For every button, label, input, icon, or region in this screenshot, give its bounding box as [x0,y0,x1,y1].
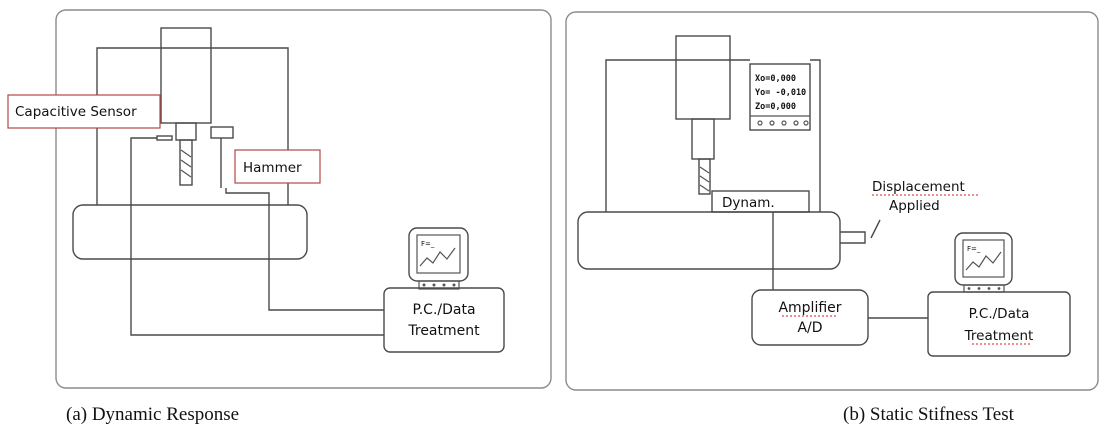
pc-box-a [383,287,505,353]
machine-table-b [577,211,841,270]
readout-z: Zo=0,000 [755,102,796,112]
panel-b-caption: (b) Static Stifness Test [843,404,1015,425]
readout-x: Xo=0,000 [755,74,796,84]
pc-label-b-line1: P.C./Data [969,306,1030,322]
machine-column-b [605,59,821,212]
sensor-label-box [7,94,161,129]
position-readout-panel: Xo=0,000 Yo= -0,010 Zo=0,000 [749,63,811,131]
pc-box-b [927,291,1071,357]
sensor-cable [130,137,384,336]
displacement-pointer [870,219,881,239]
pc-label-a-line1: P.C./Data [412,302,475,318]
panel-a-caption: (a) Dynamic Response [66,404,239,425]
dynamometer-box [711,190,810,213]
displacement-label-line2: Applied [889,198,940,214]
computer-monitor-a: F=_ [408,227,469,290]
screen-text-a: F=_ [421,240,435,248]
hammer-head [210,126,234,139]
pc-label-b-line2: Treatment [964,328,1034,344]
panel-b-frame [565,11,1099,391]
displacement-label-line1: Displacement [872,179,965,195]
hammer-cable [225,188,384,311]
displacement-actuator [840,231,866,244]
cutting-tool-a [179,139,193,186]
amplifier-label-line1: Amplifier [778,300,841,316]
readout-y: Yo= -0,010 [755,88,806,98]
screen-text-b: F=_ [967,245,981,253]
hammer-label-box [234,149,321,184]
amplifier-label-line2: A/D [797,320,822,336]
hammer-label: Hammer [243,160,302,176]
panel-a-frame [55,9,552,389]
sensor-label: Capacitive Sensor [15,104,137,120]
pc-label-a-line2: Treatment [407,323,480,339]
panel-static-stiffness-test: Xo=0,000 Yo= -0,010 Zo=0,000 Dynam. Disp… [565,11,1099,425]
machine-table-a [72,204,308,260]
dynamometer-label: Dynam. [722,195,775,211]
amplifier-box [751,289,869,346]
cutting-tool-b [698,158,711,195]
panel-dynamic-response: F=_ P.C./Data Treatment Capacitive Senso… [7,9,552,425]
tool-flutes-a [180,149,192,178]
tool-flutes-b [699,166,710,192]
